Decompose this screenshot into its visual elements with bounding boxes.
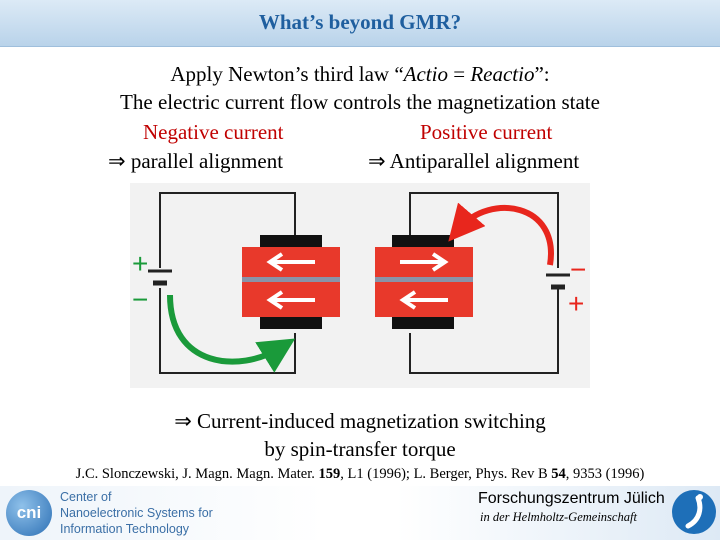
reference-part-3: , 9353 (1996)	[565, 466, 645, 482]
cni-line-2: Nanoelectronic Systems for	[60, 506, 213, 520]
left-top-contact	[260, 235, 322, 247]
intro-line-2: The electric current flow controls the m…	[120, 90, 600, 114]
right-top-contact	[392, 235, 454, 247]
right-free-arrow	[400, 252, 449, 272]
left-minus-sign: −	[132, 284, 148, 315]
circuit-svg: + − − +	[132, 192, 586, 374]
fz-name: Forschungszentrum Jülich	[478, 490, 665, 507]
right-fixed-arrow	[399, 290, 448, 310]
right-plus-sign: +	[568, 288, 584, 319]
cni-line-1: Center of	[60, 490, 112, 504]
conclusion-line-2: by spin-transfer torque	[264, 437, 456, 461]
antiparallel-alignment-text: ⇒ Antiparallel alignment	[368, 149, 580, 173]
actio-word: Actio	[403, 62, 448, 86]
parallel-alignment-text: ⇒ parallel alignment	[108, 149, 284, 173]
green-current-arrow	[167, 294, 296, 373]
negative-current-label: Negative current	[143, 120, 284, 144]
reference-volume-2: 54	[551, 466, 566, 482]
left-wire-top	[159, 192, 296, 268]
cni-logo: cni	[6, 490, 52, 536]
intro-suffix: ”:	[534, 62, 550, 86]
conclusion-line-1: ⇒ Current-induced magnetization switchin…	[174, 409, 546, 433]
left-spacer	[242, 277, 340, 282]
right-wire-bottom	[409, 288, 559, 374]
left-free-arrow	[266, 252, 315, 272]
reference-text: J.C. Slonczewski, J. Magn. Magn. Mater. …	[0, 466, 720, 483]
right-wire-top	[409, 192, 559, 268]
right-spacer	[375, 277, 473, 282]
positive-current-label: Positive current	[420, 120, 553, 144]
equals-text: =	[447, 62, 471, 86]
reference-part-2: , L1 (1996); L. Berger, Phys. Rev B	[340, 466, 552, 482]
right-bottom-contact	[392, 317, 454, 329]
slide-title: What’s beyond GMR?	[258, 10, 462, 34]
cni-line-3: Information Technology	[60, 522, 190, 536]
reference-volume-1: 159	[318, 466, 341, 482]
reactio-word: Reactio	[470, 62, 535, 86]
left-bottom-contact	[260, 317, 322, 329]
spin-valve-diagram: + − − +	[130, 183, 590, 388]
cni-name: Center of Nanoelectronic Systems for Inf…	[60, 489, 213, 537]
fz-logo-icon	[672, 490, 716, 534]
reference-part-1: J.C. Slonczewski, J. Magn. Magn. Mater.	[75, 466, 319, 482]
title-bar: What’s beyond GMR?	[0, 0, 720, 47]
left-plus-sign: +	[132, 248, 148, 279]
left-fixed-arrow	[266, 290, 315, 310]
fz-subtitle: in der Helmholtz-Gemeinschaft	[480, 510, 637, 524]
intro-line-1: Apply Newton’s third law “Actio = Reacti…	[0, 62, 720, 87]
red-current-arrow	[448, 202, 554, 266]
right-minus-sign: −	[570, 254, 586, 285]
intro-text: Apply Newton’s third law “	[170, 62, 404, 86]
footer: cni Center of Nanoelectronic Systems for…	[0, 486, 720, 540]
